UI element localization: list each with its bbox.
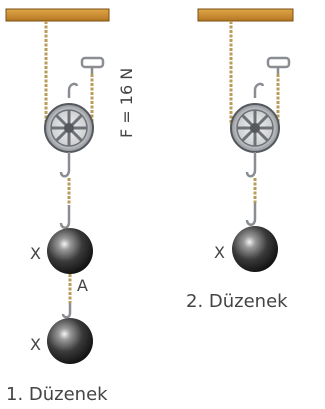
pulley-top-hook-2: [253, 82, 265, 98]
setup-2-caption: 2. Düzenek: [186, 291, 288, 312]
setup-1: X A X F = 16 N 1. Düzenek: [5, 8, 136, 405]
ceiling-beam-1: [5, 8, 110, 22]
pulley-top-hook-1: [67, 82, 79, 98]
weight-hook-lower-1: [61, 303, 72, 319]
pulley-bottom-hook-1: [59, 152, 71, 178]
setup-1-caption: 1. Düzenek: [6, 384, 108, 405]
force-label: F = 16 N: [117, 68, 136, 138]
lower-weight-label: X: [30, 335, 41, 354]
setup-2-weight-label: X: [214, 243, 225, 262]
weight-hook-2: [245, 203, 257, 226]
weight-hook-upper-1: [59, 205, 71, 229]
movable-pulley-2: [230, 103, 280, 153]
movable-pulley-1: [44, 103, 94, 153]
upper-weight-label: X: [30, 244, 41, 263]
ceiling-beam-2: [197, 8, 294, 22]
lower-weight-ball: [47, 318, 93, 364]
junction-label-a: A: [77, 276, 88, 295]
pulley-bottom-hook-2: [245, 152, 257, 178]
setup-2: X 2. Düzenek: [186, 8, 294, 312]
pull-handle-1: [80, 56, 105, 74]
pull-handle-2: [266, 56, 291, 74]
setup-2-weight-ball: [232, 226, 278, 272]
upper-weight-ball: [47, 228, 93, 274]
